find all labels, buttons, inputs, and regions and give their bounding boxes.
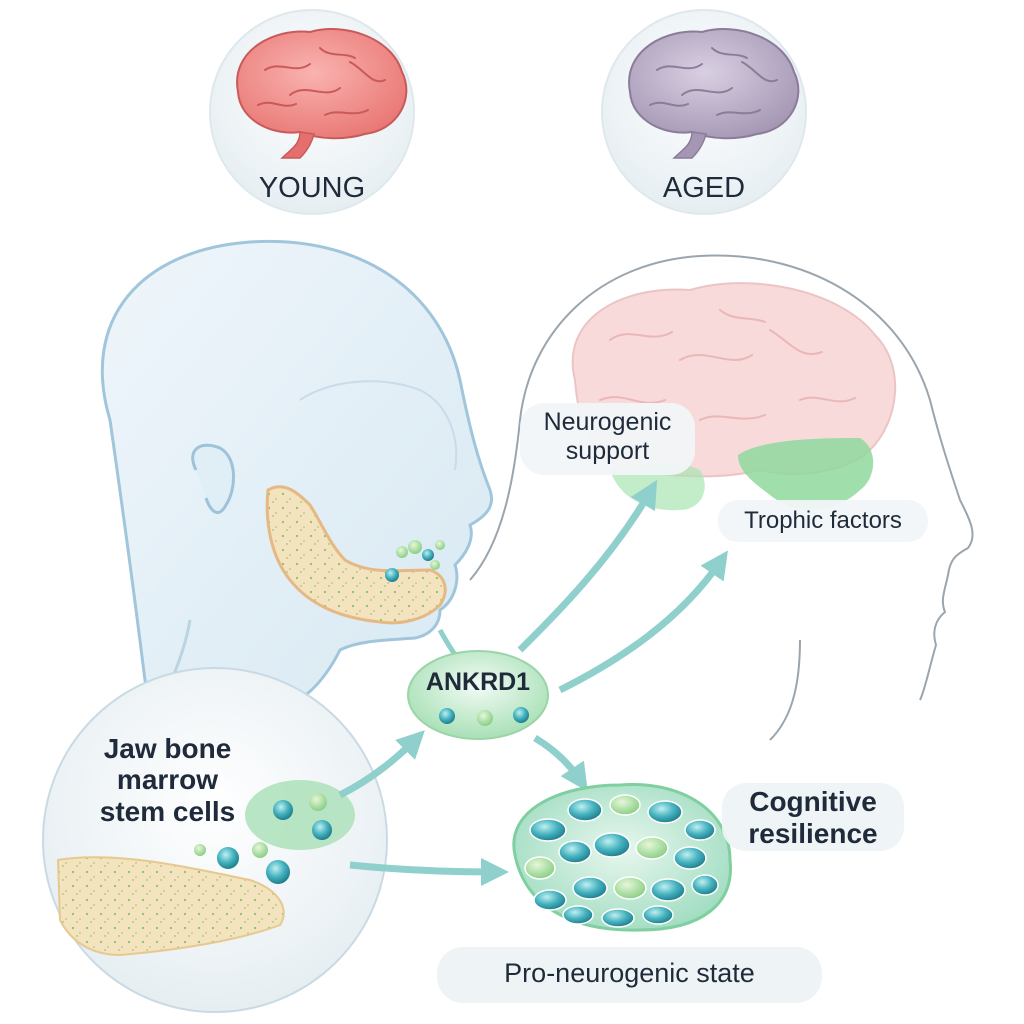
pro-neurogenic-label: Pro-neurogenic state <box>504 958 755 988</box>
neurogenic-label: Neurogenic support <box>520 408 695 466</box>
zoom-circle <box>42 667 388 1013</box>
arrows <box>338 479 728 886</box>
mouth-cells <box>385 540 445 582</box>
cluster-cell <box>691 874 719 896</box>
neurogenic-pill <box>520 403 695 475</box>
cluster-cell <box>562 905 594 925</box>
left-head <box>100 239 494 722</box>
cognitive-pill <box>722 783 904 851</box>
cognitive-label: Cognitive resilience <box>722 786 904 850</box>
neurosphere-cluster <box>512 782 732 932</box>
cognitive-line2: resilience <box>748 818 878 850</box>
neurogenic-line2: support <box>565 436 650 465</box>
arrow-ankrd1-to-neurogenic <box>517 479 658 653</box>
aged-brain-icon <box>628 28 800 159</box>
young-brain-group <box>209 9 415 215</box>
cluster-cell <box>593 832 631 858</box>
cluster-cell <box>558 840 592 864</box>
cluster-cell <box>613 876 647 900</box>
cluster-cell <box>601 908 635 928</box>
neurogenic-line1: Neurogenic <box>543 408 672 436</box>
cluster-cell <box>650 878 686 902</box>
ankrd1-label: ANKRD1 <box>425 668 531 696</box>
trophic-pill <box>718 500 928 542</box>
cluster-cell <box>533 889 567 911</box>
cluster-cell <box>635 836 669 860</box>
pro-neurogenic-pill <box>437 947 822 1003</box>
cluster-cell <box>642 905 674 925</box>
skull-outline <box>299 380 458 471</box>
large-brain <box>571 282 896 511</box>
cluster-cell <box>609 794 641 816</box>
cluster-cell <box>673 846 707 870</box>
hippocampus-region <box>738 438 874 510</box>
cluster-cell <box>684 819 716 841</box>
ear-icon <box>191 443 236 515</box>
young-label: YOUNG <box>258 172 366 204</box>
jaw-label: Jaw bone marrow stem cells <box>80 733 255 827</box>
aged-label: AGED <box>662 172 746 204</box>
aged-brain-group <box>601 9 807 215</box>
cluster-cell <box>572 876 608 900</box>
jaw-bone <box>265 485 447 625</box>
arrow-ankrd1-to-trophic <box>558 550 728 694</box>
arrow-jaw-to-ankrd1 <box>338 730 425 799</box>
cluster-cell <box>524 856 556 880</box>
cluster-cell <box>567 798 603 822</box>
jaw-line1: Jaw bone <box>103 733 232 764</box>
cluster-cell <box>529 818 567 842</box>
young-brain-icon <box>236 28 408 159</box>
arrow-jaw-to-cluster <box>349 857 509 886</box>
trophic-label: Trophic factors <box>744 507 902 534</box>
arrow-ankrd1-to-cluster <box>533 734 588 792</box>
right-head-outline <box>469 254 974 741</box>
jaw-line2: marrow <box>116 764 219 796</box>
cluster-cell <box>647 800 683 824</box>
ankrd1-node <box>407 650 549 740</box>
jaw-line3: stem cells <box>99 795 236 827</box>
cognitive-line1: Cognitive <box>749 786 877 817</box>
